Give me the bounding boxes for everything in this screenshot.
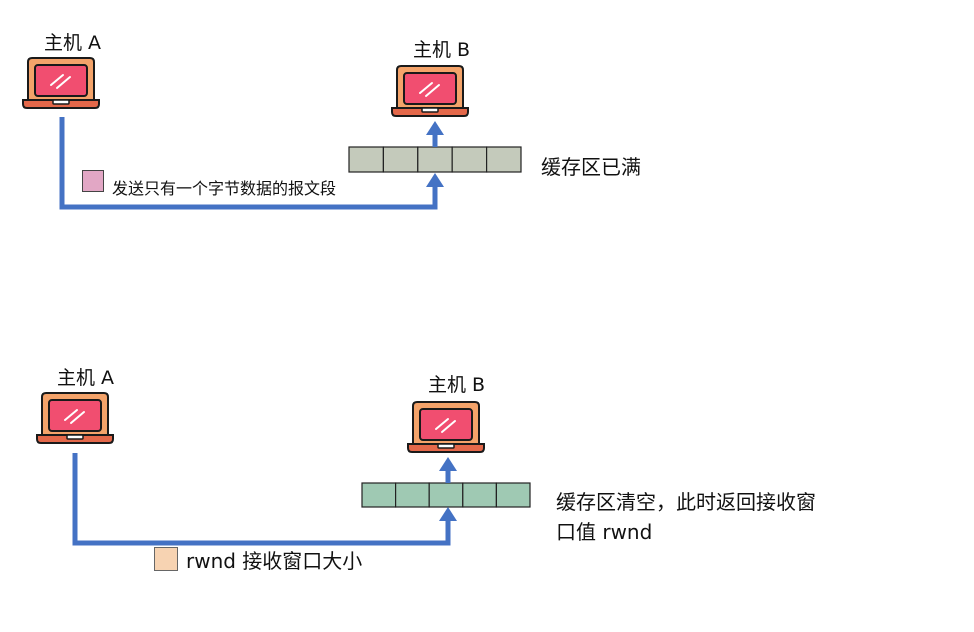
scene2-buffer-cell-4: [462, 482, 497, 508]
scene2-host-b-label: 主机 B: [428, 374, 486, 396]
scene1-host-a-laptop-icon: [22, 57, 100, 109]
scene2-host-b-laptop-icon: [407, 401, 485, 453]
scene1-buffer-cell-1: [348, 146, 385, 173]
scene1-buffer: [348, 146, 522, 173]
scene1-buffer-cell-3: [417, 146, 453, 173]
scene2-host-a-label: 主机 A: [57, 367, 115, 389]
scene2-segment-swatch: [154, 547, 178, 571]
scene2-deliver-arrowhead: [439, 457, 457, 471]
scene2-buffer-cell-1: [361, 482, 397, 508]
scene2-buffer: [361, 482, 531, 508]
scene1-send-arrowhead: [426, 173, 444, 187]
scene2-buffer-status-line1: 缓存区清空，此时返回接收窗: [556, 490, 816, 514]
scene1-buffer-cell-5: [486, 146, 522, 173]
scene2-rwnd-arrowhead: [439, 507, 457, 521]
scene2-buffer-cell-2: [395, 482, 430, 508]
scene2-host-a-laptop-icon: [36, 392, 114, 444]
scene2-buffer-status-line2: 口值 rwnd: [556, 520, 653, 544]
scene1-host-a-label: 主机 A: [44, 32, 102, 54]
scene1-host-b-label: 主机 B: [413, 39, 471, 61]
scene1-buffer-status: 缓存区已满: [541, 155, 641, 179]
scene1-segment-swatch: [82, 170, 104, 192]
scene1-host-b-laptop-icon: [391, 65, 469, 117]
scene1-segment-label: 发送只有一个字节数据的报文段: [112, 179, 337, 198]
scene1-buffer-cell-4: [451, 146, 488, 173]
scene1-buffer-cell-2: [382, 146, 419, 173]
scene2-buffer-cell-3: [428, 482, 464, 508]
scene2-rwnd-arrow: [72, 453, 451, 546]
scene1-send-arrow: [59, 117, 438, 210]
scene1-deliver-arrowhead: [426, 121, 444, 135]
scene2-buffer-cell-5: [495, 482, 531, 508]
scene2-segment-label: rwnd 接收窗口大小: [186, 549, 363, 573]
